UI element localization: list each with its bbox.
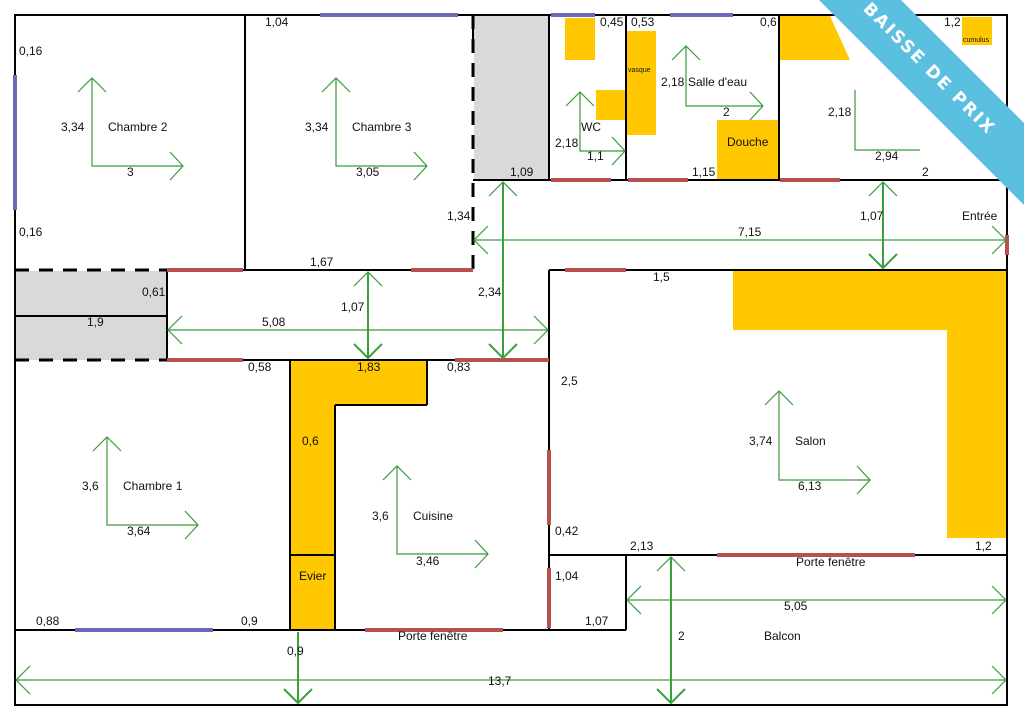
dim-label: 0,88 bbox=[36, 614, 60, 628]
dim-label: 0,83 bbox=[447, 360, 471, 374]
evier-label: Evier bbox=[299, 569, 326, 583]
doors bbox=[167, 178, 1009, 632]
dim-label: 2,18 bbox=[555, 136, 579, 150]
dim-label: 2,18 bbox=[661, 75, 685, 89]
dim-label: 0,6 bbox=[302, 434, 319, 448]
dim-label: 2,13 bbox=[630, 539, 654, 553]
dim-label: 1,04 bbox=[265, 15, 289, 29]
room-label-entree: Entrée bbox=[962, 209, 998, 223]
room-label-salon: Salon bbox=[795, 434, 826, 448]
dim-label: 1,04 bbox=[555, 569, 579, 583]
cumulus bbox=[962, 17, 992, 45]
dim-label: 0,42 bbox=[555, 524, 579, 538]
dimension-arrows bbox=[15, 45, 1007, 705]
dim-label: 3 bbox=[127, 165, 134, 179]
douche bbox=[717, 120, 778, 180]
dim-label: 3,64 bbox=[127, 524, 151, 538]
room-label-salle-eau: Salle d'eau bbox=[688, 75, 747, 89]
dim-label: 5,05 bbox=[784, 599, 808, 613]
dim-label: 3,05 bbox=[356, 165, 380, 179]
dim-label: 1,5 bbox=[653, 270, 670, 284]
dim-label: 1,2 bbox=[975, 539, 992, 553]
dim-label: 0,53 bbox=[631, 15, 655, 29]
grey-shaft bbox=[474, 16, 548, 180]
dim-label: 0,16 bbox=[19, 44, 43, 58]
salon-fixture bbox=[733, 271, 1006, 538]
dim-label: 13,7 bbox=[488, 674, 512, 688]
dim-label: 2,5 bbox=[561, 374, 578, 388]
room-label-chambre2: Chambre 2 bbox=[108, 120, 168, 134]
wc-toilet bbox=[565, 18, 595, 60]
fixtures bbox=[291, 16, 1006, 630]
dim-label: 6,13 bbox=[798, 479, 822, 493]
dim-label: 0,58 bbox=[248, 360, 272, 374]
porte-fenetre-salon-label: Porte fenêtre bbox=[796, 555, 866, 569]
dim-label: 2 bbox=[678, 629, 685, 643]
dim-label: 0,61 bbox=[142, 285, 166, 299]
dim-label: 3,34 bbox=[305, 120, 329, 134]
dim-label: 0,6 bbox=[760, 15, 777, 29]
wc-basin bbox=[596, 90, 625, 120]
vasque bbox=[627, 31, 656, 135]
dim-label: 3,46 bbox=[416, 554, 440, 568]
dim-label: 3,74 bbox=[749, 434, 773, 448]
vasque-label: vasque bbox=[628, 67, 651, 74]
room-label-chambre3: Chambre 3 bbox=[352, 120, 412, 134]
dim-label: 2,94 bbox=[875, 149, 899, 163]
windows bbox=[13, 13, 733, 632]
dim-label: 7,15 bbox=[738, 225, 762, 239]
dim-label: 1,07 bbox=[585, 614, 609, 628]
dim-label: 0,9 bbox=[287, 644, 304, 658]
dim-label: 2,34 bbox=[478, 285, 502, 299]
room-label-balcon: Balcon bbox=[764, 629, 801, 643]
dim-label: 5,08 bbox=[262, 315, 286, 329]
dim-label: 3,6 bbox=[82, 479, 99, 493]
dim-label: 3,34 bbox=[61, 120, 85, 134]
kitchen-counter bbox=[291, 361, 427, 630]
dim-label: 1,83 bbox=[357, 360, 381, 374]
dim-label: 1,07 bbox=[341, 300, 365, 314]
dim-label: 1,9 bbox=[87, 315, 104, 329]
dim-label: 1,15 bbox=[692, 165, 716, 179]
dim-label: 1,2 bbox=[944, 15, 961, 29]
room-label-cuisine: Cuisine bbox=[413, 509, 453, 523]
dim-label: 1,67 bbox=[310, 255, 334, 269]
room-label-wc: WC bbox=[581, 120, 601, 134]
ne-fixture bbox=[780, 16, 850, 60]
dim-label: 1,09 bbox=[510, 165, 534, 179]
dimension-labels: 0,16 0,16 1,04 0,45 0,53 0,6 1,2 1,15 2 … bbox=[19, 15, 992, 688]
cumulus-label: cumulus bbox=[963, 37, 990, 44]
porte-fenetre-cuisine-label: Porte fenêtre bbox=[398, 629, 468, 643]
dim-label: 2 bbox=[922, 165, 929, 179]
dim-label: 3,6 bbox=[372, 509, 389, 523]
douche-label: Douche bbox=[727, 135, 769, 149]
dim-label: 1,34 bbox=[447, 209, 471, 223]
room-label-chambre1: Chambre 1 bbox=[123, 479, 183, 493]
dim-label: 1,1 bbox=[587, 149, 604, 163]
dim-label: 0,45 bbox=[600, 15, 624, 29]
dim-label: 2,18 bbox=[828, 105, 852, 119]
dim-label: 0,16 bbox=[19, 225, 43, 239]
dim-label: 0,9 bbox=[241, 614, 258, 628]
dim-label: 2 bbox=[723, 105, 730, 119]
dim-label: 1,07 bbox=[860, 209, 884, 223]
